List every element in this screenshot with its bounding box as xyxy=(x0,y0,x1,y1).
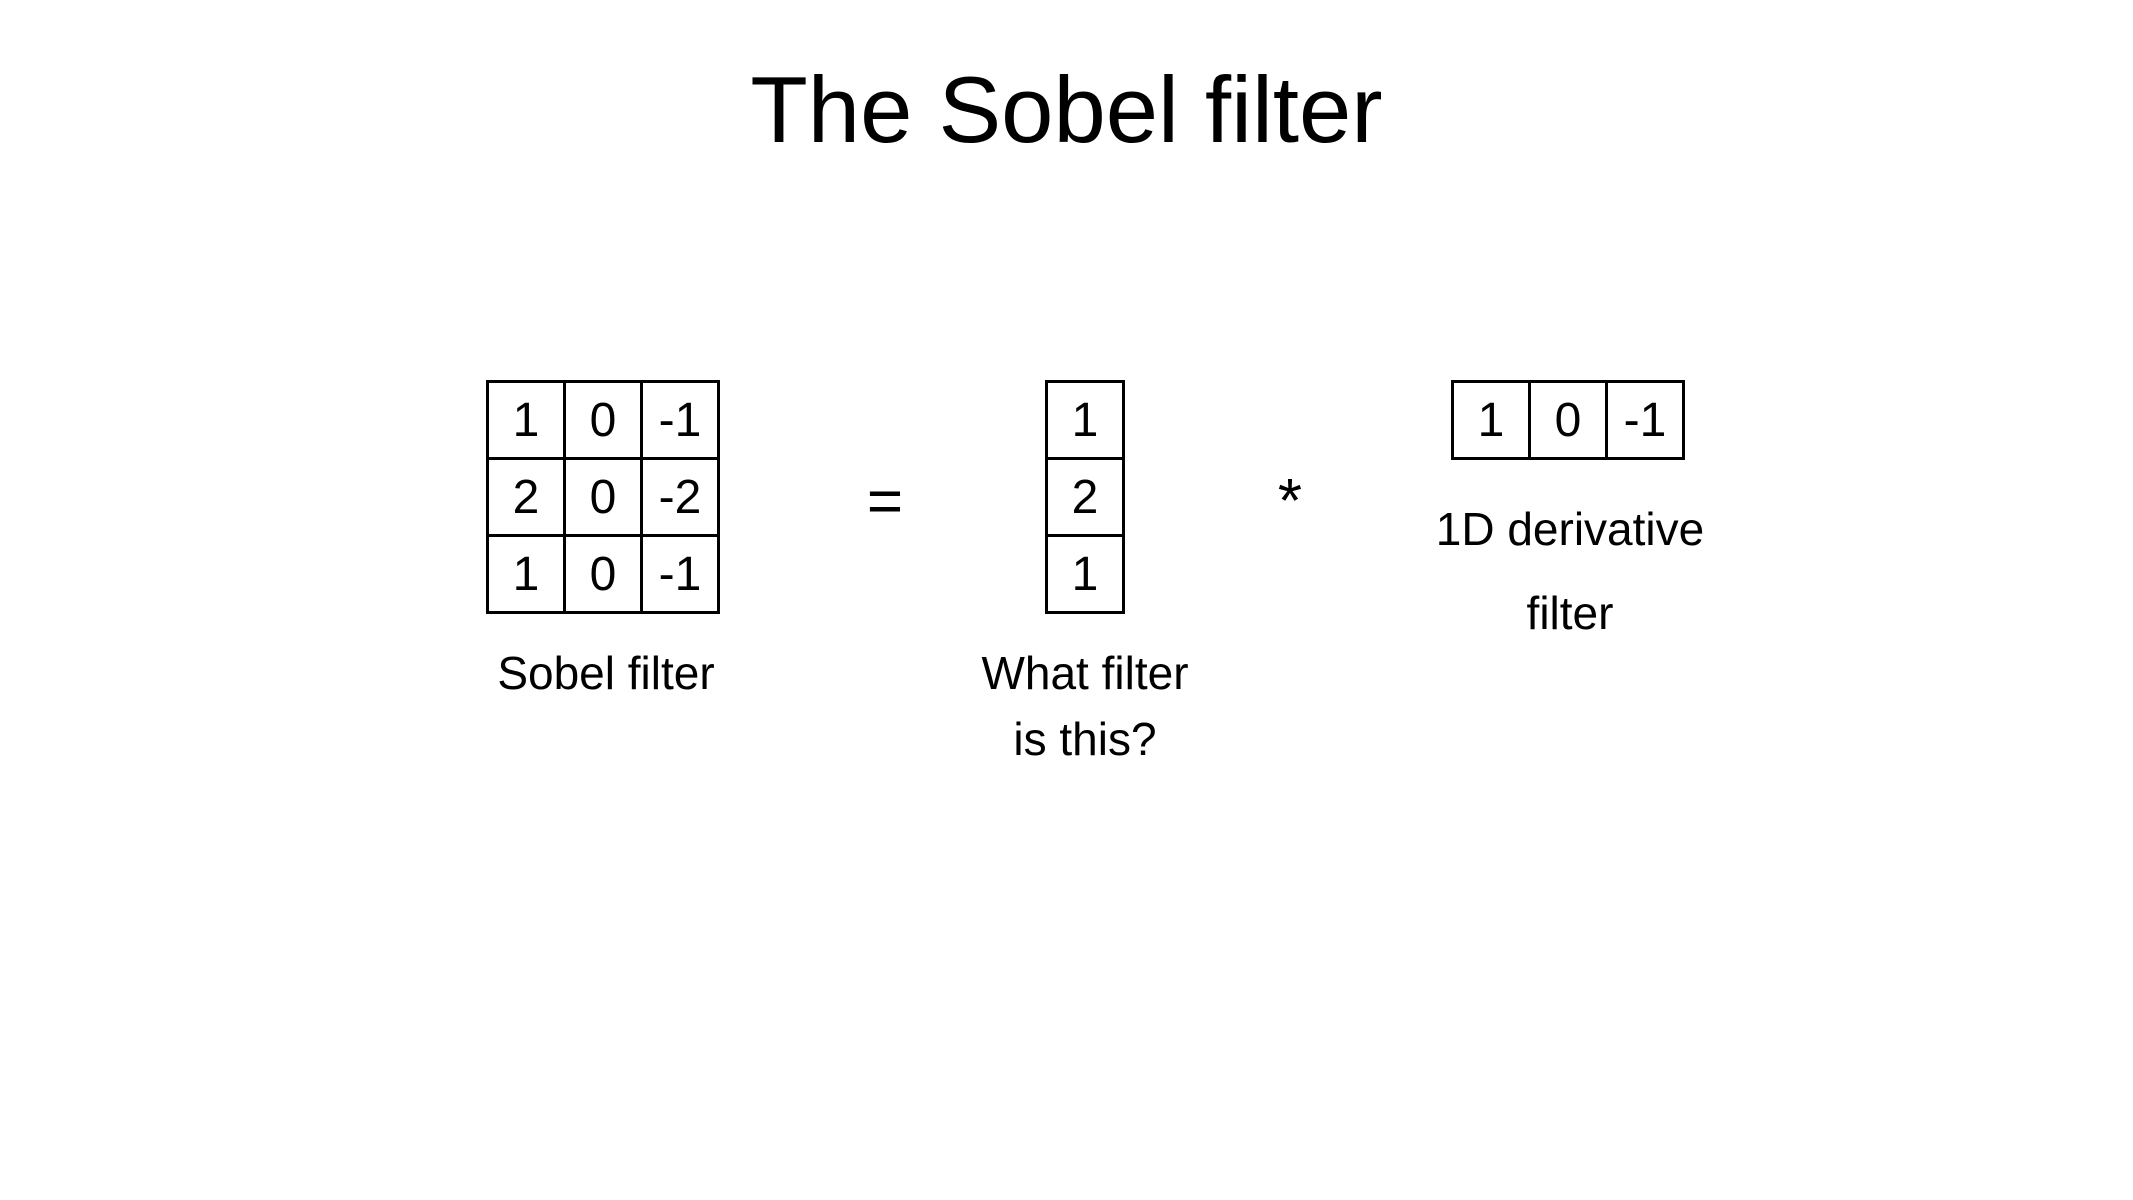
matrix-row: 1 0 -1 xyxy=(486,380,720,460)
matrix-cell: 2 xyxy=(486,457,566,537)
derivative-filter-label-line1: 1D derivative xyxy=(1435,503,1705,555)
convolution-sign: * xyxy=(1277,467,1303,536)
matrix-cell: 1 xyxy=(486,380,566,460)
column-filter-matrix: 1 2 1 xyxy=(1045,380,1125,614)
derivative-filter-label-line2: filter xyxy=(1526,587,1614,639)
derivative-filter-label: 1D derivative filter xyxy=(1380,487,1760,655)
slide-title: The Sobel filter xyxy=(750,57,1383,162)
column-filter-label-line1: What filter xyxy=(981,647,1189,699)
matrix-cell: 0 xyxy=(563,457,643,537)
matrix-row: 1 xyxy=(1045,534,1125,614)
matrix-row: 1 0 -1 xyxy=(486,534,720,614)
matrix-cell: -1 xyxy=(640,534,720,614)
matrix-row: 2 0 -2 xyxy=(486,457,720,537)
matrix-cell: -1 xyxy=(640,380,720,460)
matrix-row: 1 xyxy=(1045,380,1125,460)
matrix-cell: 0 xyxy=(563,380,643,460)
matrix-cell: 1 xyxy=(486,534,566,614)
derivative-filter-matrix: 1 0 -1 xyxy=(1451,380,1685,460)
matrix-cell: 0 xyxy=(1528,380,1608,460)
matrix-row: 1 0 -1 xyxy=(1451,380,1685,460)
matrix-row: 2 xyxy=(1045,457,1125,537)
matrix-cell: 1 xyxy=(1045,534,1125,614)
matrix-cell: 2 xyxy=(1045,457,1125,537)
matrix-cell: -2 xyxy=(640,457,720,537)
matrix-cell: 1 xyxy=(1451,380,1531,460)
column-filter-label: What filter is this? xyxy=(930,640,1240,772)
matrix-cell: -1 xyxy=(1605,380,1685,460)
matrix-cell: 0 xyxy=(563,534,643,614)
matrix-cell: 1 xyxy=(1045,380,1125,460)
sobel-filter-label: Sobel filter xyxy=(497,647,715,699)
column-filter-label-line2: is this? xyxy=(1013,713,1157,765)
equals-sign: = xyxy=(866,467,904,536)
sobel-matrix: 1 0 -1 2 0 -2 1 0 -1 xyxy=(486,380,720,614)
